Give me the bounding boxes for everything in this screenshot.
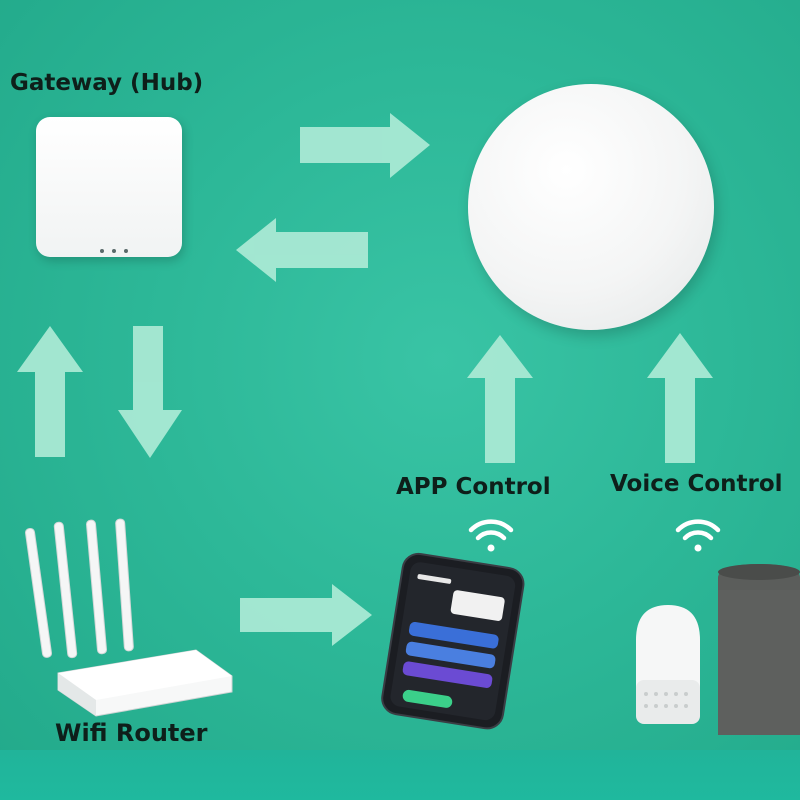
smart-speaker-large bbox=[718, 564, 800, 735]
wifi-icon bbox=[675, 519, 721, 552]
arrow-router-to-phone bbox=[240, 584, 372, 646]
wifi-icon bbox=[468, 519, 514, 552]
arrow-hub-to-router bbox=[118, 326, 182, 458]
arrow-router-to-hub bbox=[17, 326, 83, 457]
arrow-sensor-to-hub bbox=[236, 218, 368, 282]
arrow-voice-to-sensor bbox=[647, 333, 713, 463]
arrow-hub-to-sensor bbox=[300, 113, 430, 178]
voice-control-label: Voice Control bbox=[610, 471, 783, 497]
gateway-hub-device bbox=[36, 117, 182, 257]
hub-indicator-dots bbox=[100, 238, 136, 257]
app-control-label: APP Control bbox=[396, 474, 551, 500]
wifi-router-label: Wifi Router bbox=[55, 719, 208, 747]
round-sensor-device bbox=[468, 84, 714, 330]
wifi-router-device bbox=[25, 518, 233, 717]
bottom-band bbox=[0, 750, 800, 800]
smart-speaker-small bbox=[636, 605, 700, 724]
gateway-label: Gateway (Hub) bbox=[10, 70, 204, 96]
arrow-app-to-sensor bbox=[467, 335, 533, 463]
smartphone-device bbox=[381, 552, 525, 730]
